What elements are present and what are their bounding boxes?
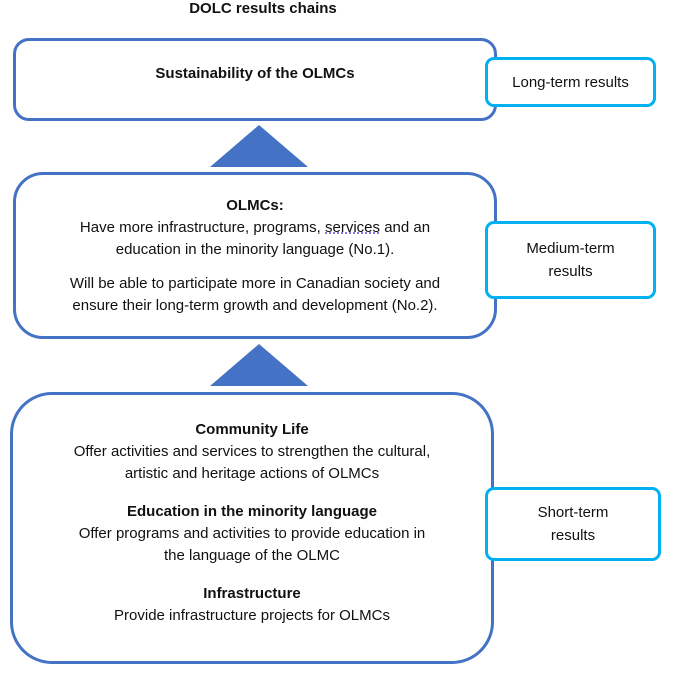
education-heading: Education in the minority language (126, 503, 378, 520)
text: Have more infrastructure, programs, (79, 219, 326, 236)
community-life-heading: Community Life (195, 421, 309, 438)
infrastructure-text: Provide infrastructure projects for OLMC… (114, 607, 390, 624)
medium-term-result-box: OLMCs: Have more infrastructure, program… (13, 172, 497, 339)
infrastructure-heading: Infrastructure (203, 585, 301, 602)
short-term-label-box: Short-term results (485, 487, 661, 561)
education-text: the language of the OLMC (164, 547, 340, 564)
community-life-text: Offer activities and services to strengt… (73, 443, 431, 460)
medium-term-label-box: Medium-term results (485, 221, 656, 299)
education-text: Offer programs and activities to provide… (78, 525, 426, 542)
long-term-label-box: Long-term results (485, 57, 656, 107)
diagram-title: DOLC results chains (189, 0, 337, 17)
medium-term-heading: OLMCs: (226, 197, 284, 214)
spellcheck-word: services (325, 219, 381, 236)
medium-term-label: Medium-term results (526, 240, 615, 280)
long-term-heading: Sustainability of the OLMCs (155, 65, 355, 82)
long-term-label: Long-term results (512, 73, 629, 91)
short-term-result-box: Community Life Offer activities and serv… (10, 392, 494, 664)
community-life-text: artistic and heritage actions of OLMCs (124, 465, 380, 482)
medium-term-para2-line1: Will be able to participate more in Cana… (69, 275, 441, 292)
long-term-result-box: Sustainability of the OLMCs (13, 38, 497, 121)
medium-term-para2-line2: ensure their long-term growth and develo… (72, 297, 438, 314)
up-arrow-icon (210, 344, 308, 386)
medium-term-line2: education in the minority language (No.1… (115, 241, 395, 258)
text: and an (380, 219, 431, 236)
up-arrow-icon (210, 125, 308, 167)
medium-term-line1: Have more infrastructure, programs, serv… (16, 217, 494, 239)
short-term-label: Short-term results (537, 504, 609, 544)
